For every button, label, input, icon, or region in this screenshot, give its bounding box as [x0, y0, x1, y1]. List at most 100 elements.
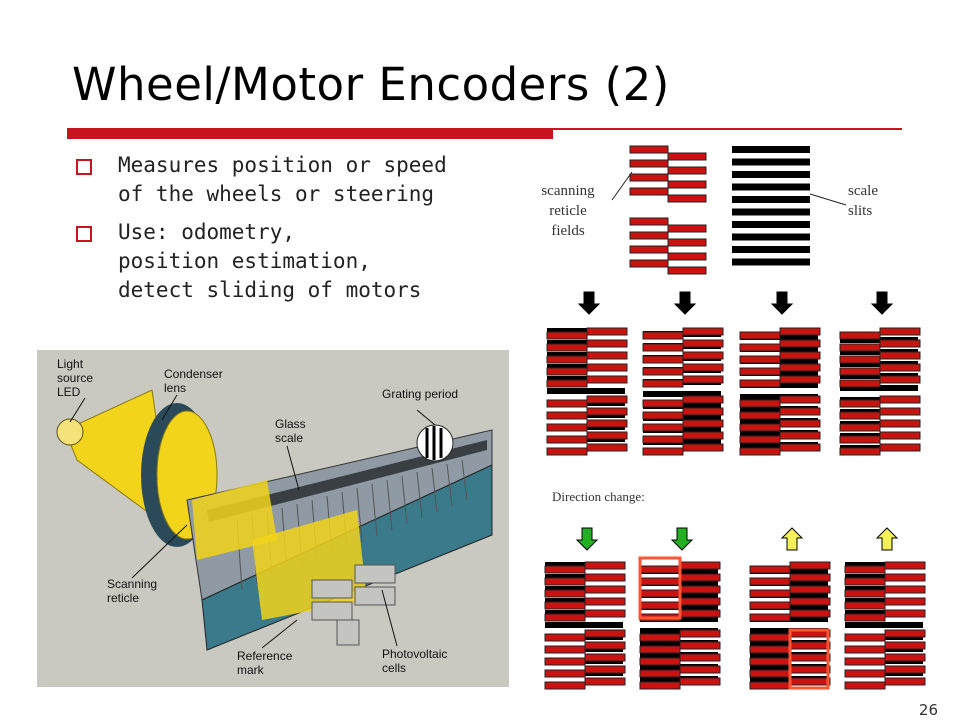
- reticle-bar: [679, 629, 721, 638]
- reticle-bar: [629, 245, 669, 254]
- reticle-bar: [879, 363, 921, 372]
- reticle-bar: [667, 152, 707, 161]
- reticle-bar: [789, 677, 831, 686]
- direction-arrow-icon: [870, 291, 894, 315]
- reticle-bar: [544, 681, 586, 690]
- reticle-bar: [779, 327, 821, 336]
- scale-stripe: [545, 610, 623, 616]
- svg-text:Photovoltaic: Photovoltaic: [382, 647, 447, 661]
- scale-stripe: [840, 373, 918, 379]
- reticle-bar: [749, 577, 791, 586]
- reticle-bar: [639, 565, 681, 574]
- scale-slit: [732, 183, 810, 191]
- reticle-bar: [884, 573, 926, 582]
- slide-title: Wheel/Motor Encoders (2): [72, 58, 670, 111]
- reticle-bar: [639, 669, 681, 678]
- reticle-bar: [839, 355, 881, 364]
- direction-arrow-icon: [575, 527, 599, 551]
- scale-slit: [732, 158, 810, 166]
- direction-arrow-icon: [770, 291, 794, 315]
- reticle-bar: [544, 589, 586, 598]
- reticle-bar: [844, 577, 886, 586]
- reticle-bar: [546, 447, 588, 456]
- reticle-bar: [879, 431, 921, 440]
- scale-stripe: [845, 586, 923, 592]
- svg-text:mark: mark: [237, 663, 265, 677]
- svg-text:Glass: Glass: [275, 417, 306, 431]
- reticle-bar: [839, 423, 881, 432]
- reticle-bar: [682, 395, 724, 404]
- reticle-bar: [629, 145, 669, 154]
- reticle-bar: [779, 407, 821, 416]
- reticle-bar: [884, 629, 926, 638]
- reticle-bar: [779, 431, 821, 440]
- reticle-bar: [639, 633, 681, 642]
- direction-arrow-icon: [670, 527, 694, 551]
- reticle-bar: [789, 597, 831, 606]
- reticle-bar: [586, 375, 628, 384]
- reticle-bar: [779, 339, 821, 348]
- reticle-bar: [682, 407, 724, 416]
- reticle-bar: [749, 633, 791, 642]
- reticle-bar: [879, 339, 921, 348]
- reticle-bar: [682, 351, 724, 360]
- reticle-bar: [779, 419, 821, 428]
- bullet-text: Measures position or speed: [118, 153, 447, 177]
- bullet-text: of the wheels or steering: [118, 182, 435, 206]
- scale-stripe: [640, 652, 718, 658]
- reticle-bar: [844, 589, 886, 598]
- scale-stripe: [545, 574, 623, 580]
- reticle-bar: [586, 407, 628, 416]
- reticle-bar: [546, 435, 588, 444]
- reticle-bar: [639, 681, 681, 690]
- reticle-bar: [629, 173, 669, 182]
- reticle-bar: [544, 669, 586, 678]
- reticle-bar: [839, 331, 881, 340]
- reticle-bar: [682, 419, 724, 428]
- svg-text:LED: LED: [57, 385, 81, 399]
- reticle-bar: [629, 231, 669, 240]
- reticle-bar: [739, 399, 781, 408]
- direction-change-label: Direction change:: [552, 489, 645, 504]
- reticle-bar: [879, 351, 921, 360]
- reticle-bar: [629, 159, 669, 168]
- reticle-bar: [679, 665, 721, 674]
- reticle-bar: [779, 351, 821, 360]
- reticle-bar: [639, 657, 681, 666]
- reticle-bar: [679, 653, 721, 662]
- reticle-bar: [879, 443, 921, 452]
- reticle-bar: [682, 363, 724, 372]
- scale-slit: [732, 221, 810, 228]
- reticle-bar: [584, 585, 626, 594]
- scale-stripe: [547, 376, 625, 382]
- highlight-box: [788, 628, 830, 690]
- reticle-bar: [642, 379, 684, 388]
- reticle-bar: [584, 561, 626, 570]
- scale-stripe: [740, 442, 818, 448]
- reticle-bar: [546, 411, 588, 420]
- scale-slit: [732, 258, 810, 266]
- reticle-bar: [839, 379, 881, 388]
- scale-stripe: [643, 391, 721, 397]
- reticle-bar: [739, 355, 781, 364]
- reticle-bar: [739, 411, 781, 420]
- reticle-bar: [879, 407, 921, 416]
- reticle-bar: [642, 411, 684, 420]
- reticle-bar: [679, 597, 721, 606]
- direction-arrow-icon: [875, 527, 899, 551]
- reticle-bar: [884, 653, 926, 662]
- reticle-bar: [749, 565, 791, 574]
- reticle-bar: [586, 443, 628, 452]
- reticle-bar: [739, 447, 781, 456]
- svg-text:scale: scale: [275, 431, 303, 445]
- reticle-bar: [884, 665, 926, 674]
- scale-stripe: [740, 418, 818, 424]
- reticle-bar: [749, 657, 791, 666]
- reticle-bar: [584, 609, 626, 618]
- reticle-bar: [679, 561, 721, 570]
- reticle-bar: [789, 641, 831, 650]
- reticle-bar: [682, 375, 724, 384]
- reticle-bar: [679, 677, 721, 686]
- reticle-bar: [667, 166, 707, 175]
